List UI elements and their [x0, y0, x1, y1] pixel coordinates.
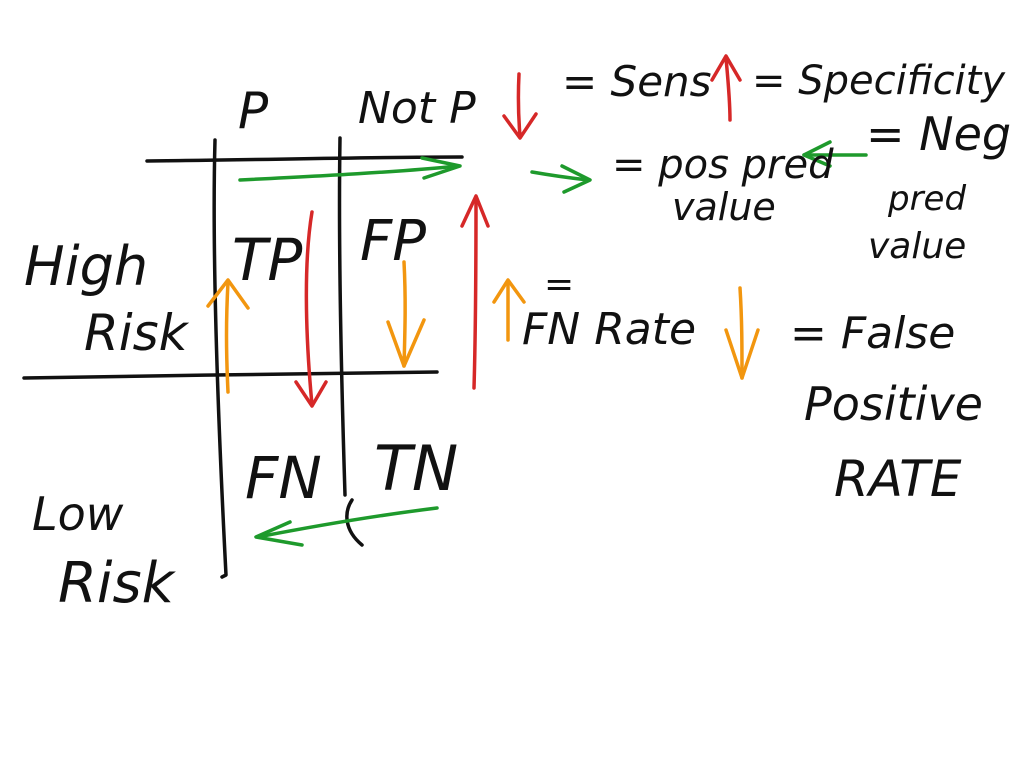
grid-bracket-mark	[345, 498, 364, 547]
row-label-high-risk: Risk	[84, 304, 190, 362]
cell-true-negative: TN	[374, 432, 458, 505]
legend-fn-rate-mark: =	[544, 264, 574, 305]
column-header-not-p: Not P	[358, 83, 476, 134]
legend-ppv-line1: = pos pred	[612, 142, 834, 188]
grid-top-line	[145, 155, 464, 163]
column-header-p: P	[238, 82, 269, 140]
orange-arrow-fn-rate-cell	[206, 278, 250, 394]
legend-npv-line3: value	[868, 226, 966, 267]
orange-arrow-legend-fn-rate	[492, 278, 526, 342]
legend-npv-line2: pred	[887, 179, 966, 219]
legend-fn-rate: FN Rate	[522, 304, 696, 355]
legend-fp-rate-line2: Positive	[804, 377, 983, 431]
legend-ppv-line2: value	[672, 185, 776, 229]
orange-arrow-legend-fp-rate	[724, 286, 760, 380]
cell-false-negative: FN	[245, 444, 322, 512]
green-arrow-ppv-row	[238, 156, 462, 182]
cell-true-positive: TP	[232, 226, 302, 294]
green-arrow-npv-row	[254, 506, 439, 547]
legend-npv-line1: = Neg	[866, 107, 1011, 161]
grid-right-vertical	[337, 136, 347, 497]
red-arrow-legend-sens	[502, 72, 538, 140]
red-arrow-specificity-column	[460, 194, 490, 390]
legend-fp-rate-line3: RATE	[834, 450, 962, 508]
green-arrow-legend-npv	[802, 140, 868, 168]
grid-middle-line	[22, 370, 439, 380]
legend-specificity: = Specificity	[752, 58, 1006, 104]
row-label-high: High	[24, 235, 148, 298]
red-arrow-sensitivity-column	[294, 210, 328, 408]
grid-left-vertical	[212, 138, 228, 579]
orange-arrow-fp-rate-cell	[386, 260, 426, 368]
row-label-low-risk: Risk	[58, 551, 177, 616]
red-arrow-legend-spec	[710, 54, 742, 122]
legend-fp-rate-line1: = False	[790, 308, 955, 359]
legend-sensitivity: = Sens	[562, 57, 712, 106]
green-arrow-legend-ppv	[530, 164, 592, 194]
cell-false-positive: FP	[360, 209, 426, 274]
row-label-low: Low	[32, 487, 124, 541]
